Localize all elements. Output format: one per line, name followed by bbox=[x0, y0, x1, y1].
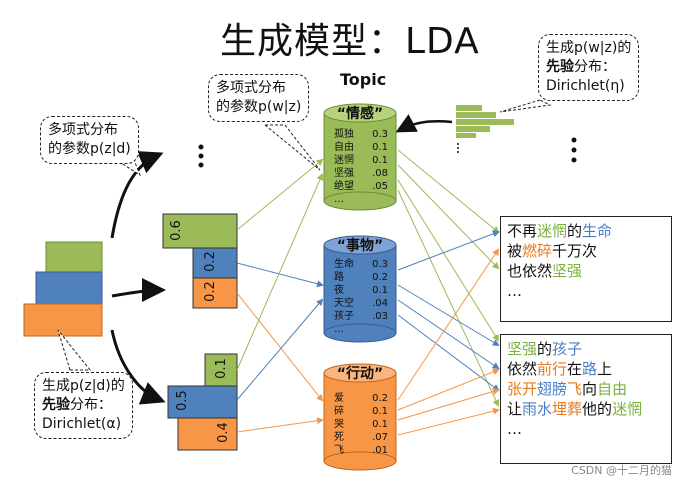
document-word: 翅膀 bbox=[537, 380, 568, 398]
ellipsis-dots bbox=[198, 137, 577, 168]
topic-name-emotion: “情感” bbox=[336, 106, 384, 122]
topic-label: Topic bbox=[340, 70, 387, 89]
document-word: 路 bbox=[582, 360, 598, 378]
document-line: 被燃碎千万次 bbox=[507, 241, 665, 261]
document-box-1: 不再迷惘的生命被燃碎千万次也依然坚强… bbox=[500, 216, 672, 322]
prior-stack bbox=[23, 241, 103, 337]
document-word: 雨水 bbox=[522, 400, 553, 418]
page-title: 生成模型：LDA bbox=[220, 21, 480, 62]
topic-cylinder-action bbox=[323, 363, 397, 471]
doc-bar-top bbox=[162, 213, 238, 309]
topic-name-things: “事物” bbox=[336, 238, 384, 254]
doc-bar-bottom bbox=[167, 353, 238, 451]
document-word: 被 bbox=[507, 242, 523, 260]
document-word: 飞 bbox=[567, 380, 583, 398]
document-word: 张开 bbox=[507, 380, 538, 398]
arrow-to-top-doc bbox=[110, 151, 164, 239]
document-word: 迷惘 bbox=[537, 222, 568, 240]
document-word: 不再 bbox=[507, 222, 538, 240]
document-line: … bbox=[507, 281, 665, 301]
document-word: 向 bbox=[582, 380, 598, 398]
document-line: … bbox=[507, 419, 665, 439]
document-word: … bbox=[507, 420, 522, 438]
document-box-2: 坚强的孩子依然前行在路上张开翅膀飞向自由让雨水埋葬他的迷惘… bbox=[500, 334, 672, 464]
document-line: 坚强的孩子 bbox=[507, 339, 665, 359]
document-word: 坚强 bbox=[507, 340, 538, 358]
arrow-prior-to-topic bbox=[395, 114, 453, 133]
word-prior-icon bbox=[456, 105, 514, 138]
document-word: 也依然 bbox=[507, 262, 553, 280]
arrow-to-mid bbox=[111, 278, 166, 303]
watermark: CSDN @十二月的猫 bbox=[571, 464, 672, 477]
bar-label-bottom-blue: 0.5 bbox=[174, 390, 190, 411]
document-word: 埋葬 bbox=[552, 400, 583, 418]
document-line: 让雨水埋葬他的迷惘 bbox=[507, 399, 665, 419]
document-word: 迷惘 bbox=[612, 400, 643, 418]
bar-label-bottom-orange: 0.4 bbox=[215, 422, 231, 443]
topic-cylinder-emotion bbox=[323, 103, 397, 211]
bar-label-bottom-green: 0.1 bbox=[213, 358, 229, 379]
document-word: 燃碎 bbox=[522, 242, 553, 260]
document-line: 张开翅膀飞向自由 bbox=[507, 379, 665, 399]
document-line: 也依然坚强 bbox=[507, 261, 665, 281]
document-word: 依然 bbox=[507, 360, 538, 378]
document-word: 他的 bbox=[582, 400, 613, 418]
document-word: 前行 bbox=[537, 360, 568, 378]
document-word: 坚强 bbox=[552, 262, 583, 280]
document-word: 孩子 bbox=[552, 340, 583, 358]
bar-label-top-orange: 0.2 bbox=[202, 281, 218, 302]
document-word: 上 bbox=[597, 360, 613, 378]
document-word: 生命 bbox=[582, 222, 613, 240]
topic-cylinder-things bbox=[323, 235, 397, 343]
bar-label-top-green: 0.6 bbox=[168, 220, 184, 241]
arrow-to-bottom-doc bbox=[110, 329, 166, 405]
document-word: 自由 bbox=[597, 380, 628, 398]
topic-name-action: “行动” bbox=[336, 366, 384, 382]
document-word: 千万次 bbox=[552, 242, 598, 260]
bubble-topic-doc-param: 多项式分布 的参数p(z|d) bbox=[40, 116, 139, 164]
document-word: 在 bbox=[567, 360, 583, 378]
document-line: 依然前行在路上 bbox=[507, 359, 665, 379]
document-word: 的 bbox=[537, 340, 553, 358]
document-word: 的 bbox=[567, 222, 583, 240]
document-word: 让 bbox=[507, 400, 523, 418]
topic-lines bbox=[236, 149, 500, 436]
document-word: … bbox=[507, 282, 522, 300]
bubble-doc-prior: 生成p(z|d)的 先验分布： Dirichlet(α) bbox=[34, 372, 133, 439]
bubble-word-topic-param: 多项式分布 的参数p(w|z) bbox=[208, 74, 310, 122]
bubble-word-prior: 生成p(w|z)的 先验分布： Dirichlet(η) bbox=[538, 34, 640, 101]
bar-label-top-blue: 0.2 bbox=[202, 251, 218, 272]
document-line: 不再迷惘的生命 bbox=[507, 221, 665, 241]
